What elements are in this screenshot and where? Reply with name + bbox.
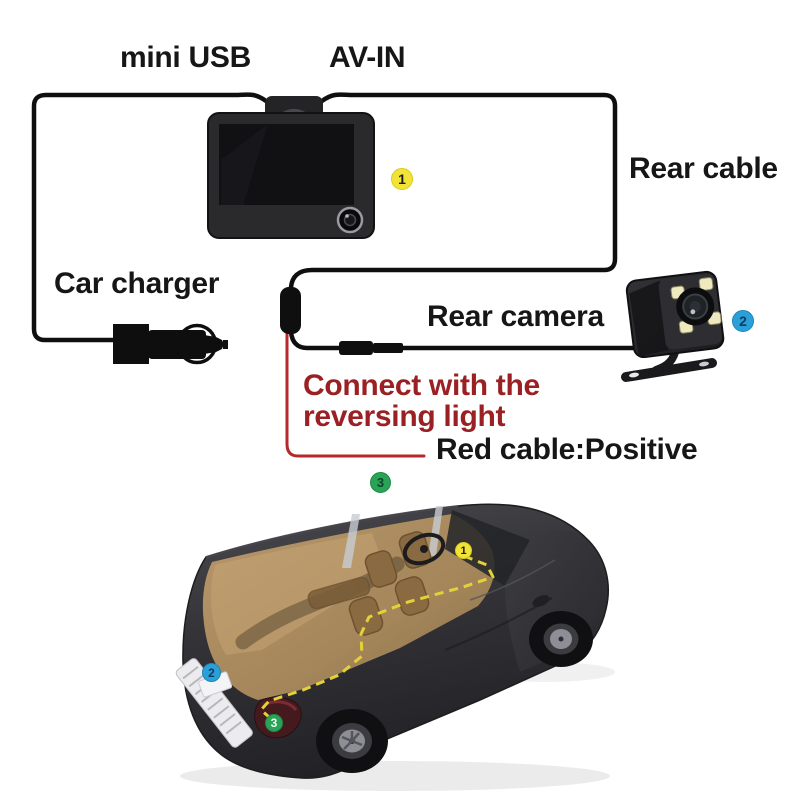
rear-camera-device [621, 270, 725, 382]
front-wheel [529, 611, 593, 667]
car-illustration [175, 503, 615, 791]
car-marker-1-windshield: 1 [455, 542, 472, 559]
car-marker-2-rear-hatch: 2 [202, 663, 221, 682]
camera-cable-line [288, 329, 637, 351]
label-car-charger: Car charger [54, 267, 220, 300]
steering-wheel [402, 532, 446, 566]
label-mini-usb: mini USB [120, 41, 251, 74]
label-av-in: AV-IN [329, 41, 406, 74]
label-reversing-note-line2: reversing light [303, 400, 506, 433]
inline-connector-male [339, 341, 373, 355]
label-reversing-note-line1: Connect with the [303, 369, 540, 402]
label-rear-cable: Rear cable [629, 152, 778, 185]
mini-usb-cable [31, 92, 269, 343]
rear-cable-line [288, 92, 618, 290]
car-charger-plug [113, 323, 228, 365]
red-reversing-wire [285, 331, 426, 458]
cable-route-dashed [259, 554, 495, 719]
car-seats [307, 531, 432, 636]
bumper-step-plate [175, 658, 253, 748]
car-marker-3-taillight: 3 [265, 714, 283, 732]
rear-wheel [316, 709, 388, 773]
dashcam-lens [336, 206, 364, 234]
cable-joint [280, 287, 301, 334]
marker-3-reversing-wire: 3 [370, 472, 391, 493]
marker-1-dashcam: 1 [391, 168, 413, 190]
label-rear-camera: Rear camera [427, 300, 604, 333]
cables [31, 92, 637, 458]
marker-2-rear-camera: 2 [732, 310, 754, 332]
dashcam-device [207, 96, 375, 239]
inline-connector-female [373, 343, 403, 353]
label-red-cable-note: Red cable:Positive [436, 433, 698, 466]
